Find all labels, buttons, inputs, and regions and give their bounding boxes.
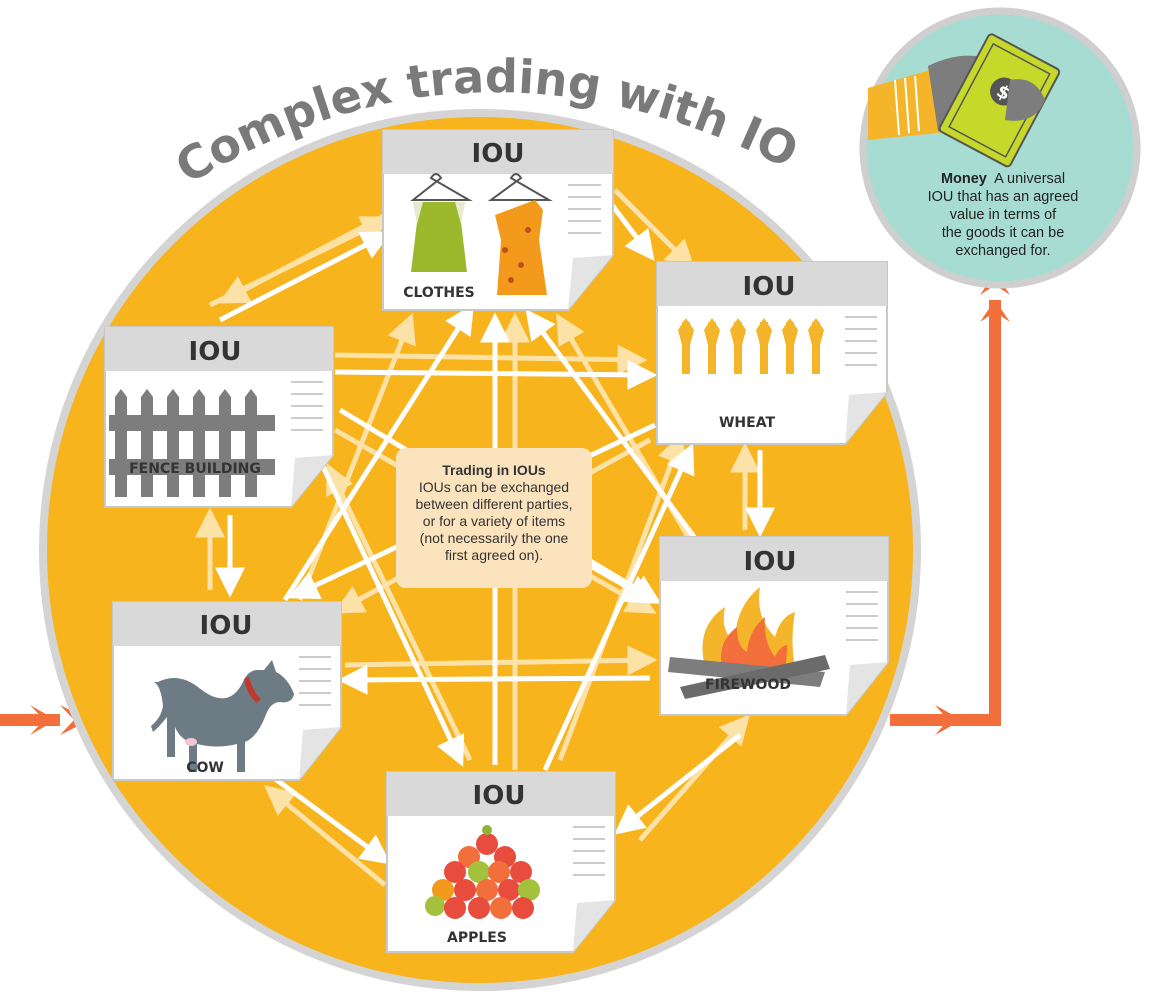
fire-icon [668,587,830,699]
trading-note: Trading in IOUs IOUs can be exchanged be… [396,448,592,588]
card-heading: IOU [189,337,242,367]
iou-card-firewood: IOU FIREWOOD [659,536,889,716]
iou-card-clothes: IOU CLOTHES [382,129,614,311]
money-line: IOU that has an agreed [927,189,1079,205]
card-label: WHEAT [719,415,775,431]
note-line: (not necessarily the one [419,530,569,546]
note-title: Trading in IOUs [442,462,546,478]
iou-card-fence: IOU FENCE BUILDING [104,326,334,508]
clothes-hangers-icon [410,173,553,295]
card-label: COW [186,760,224,776]
money-line: exchanged for. [955,243,1051,259]
card-heading: IOU [744,547,797,577]
cow-icon [151,660,294,772]
hand-holding-banknote-icon: $ [868,33,1061,168]
iou-card-apples: IOU APPLES [386,771,616,953]
money-description: Money A universal IOU that has an agreed… [903,170,1103,260]
card-label: APPLES [447,930,507,946]
wheat-icon [678,318,824,374]
apples-icon [425,825,540,919]
iou-card-wheat: IOU WHEAT [656,261,888,445]
fence-icon [109,389,275,497]
card-heading: IOU [743,272,796,302]
note-line: IOUs can be exchanged [418,479,570,495]
card-label: FENCE BUILDING [129,461,261,477]
card-label: CLOTHES [403,285,475,301]
note-line: or for a variety of items [422,513,566,529]
card-heading: IOU [472,139,525,169]
note-line: between different parties, [415,496,573,512]
money-title: Money [940,171,987,187]
money-panel: $ [859,7,1141,289]
money-line: value in terms of [949,207,1057,223]
iou-card-cow: IOU COW [112,601,342,781]
card-heading: IOU [473,781,526,811]
money-line: the goods it can be [941,225,1065,241]
note-line: first agreed on). [444,547,544,563]
money-line: A universal [994,171,1066,187]
card-heading: IOU [200,611,253,641]
card-label: FIREWOOD [705,677,791,693]
